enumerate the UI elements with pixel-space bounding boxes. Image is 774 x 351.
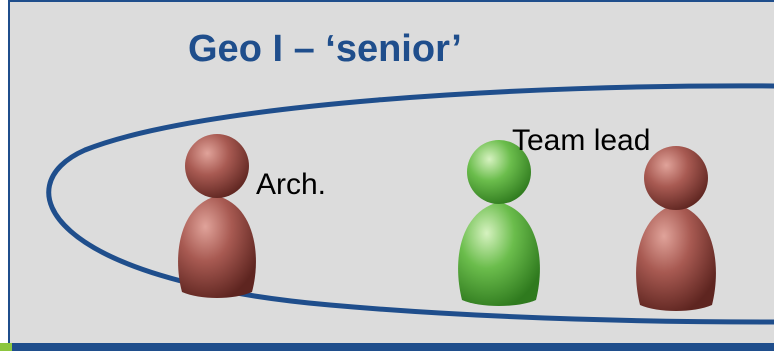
footer-blue-bar [12,343,774,351]
diagram-title: Geo I – ‘senior’ [188,28,462,70]
developer-person-icon [458,140,540,306]
team-lead-label: Team lead [512,124,651,157]
architect-label: Arch. [256,168,327,201]
team-boundary-ellipse [46,83,774,325]
footer-bar [0,343,774,351]
team-lead-person-icon [636,146,716,311]
footer-green-accent [0,343,12,351]
architect-person-icon [178,134,256,298]
